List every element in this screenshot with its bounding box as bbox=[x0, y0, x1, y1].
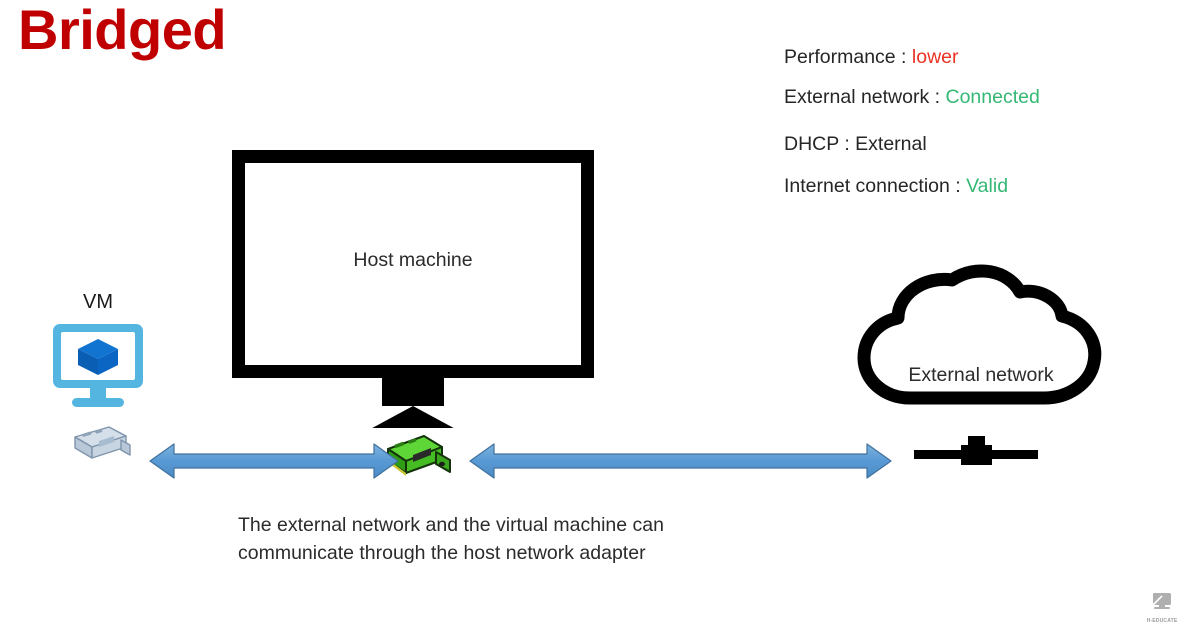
property-row-internet-connection: Internet connection : Valid bbox=[784, 174, 1184, 197]
vm-network-adapter-icon bbox=[66, 423, 200, 474]
caption-line-1: The external network and the virtual mac… bbox=[238, 514, 664, 536]
host-machine-label: Host machine bbox=[353, 248, 473, 271]
host-machine-group: Host machine bbox=[232, 150, 594, 476]
cloud-icon bbox=[848, 258, 1114, 435]
vm-to-host-arrow bbox=[148, 440, 400, 487]
diagram-caption: The external network and the virtual mac… bbox=[238, 512, 758, 567]
host-monitor-icon: Host machine bbox=[232, 150, 594, 378]
property-value-internet-connection: Valid bbox=[966, 174, 1009, 197]
monitor-neck bbox=[382, 378, 444, 406]
monitor-base bbox=[372, 406, 454, 428]
property-label-internet-connection: Internet connection : bbox=[784, 174, 967, 197]
external-network-group: External network bbox=[848, 258, 1114, 465]
watermark-text: H-EDUCATE bbox=[1146, 618, 1178, 624]
property-row-dhcp: DHCP : External bbox=[784, 133, 1184, 155]
bus-connector-icon bbox=[914, 436, 1038, 471]
property-label-dhcp: DHCP : bbox=[784, 133, 856, 155]
property-row-external-network: External network : Connected bbox=[784, 85, 1184, 108]
monitor-icon bbox=[1151, 593, 1171, 609]
vm-label: VM bbox=[83, 291, 113, 313]
property-label-external-network: External network : bbox=[784, 85, 946, 108]
vm-group: VM bbox=[50, 292, 200, 474]
network-properties-panel: Performance : lower External network : C… bbox=[784, 46, 1184, 197]
vm-monitor-icon bbox=[50, 322, 200, 415]
caption-line-2: communicate through the host network ada… bbox=[238, 541, 646, 564]
watermark-logo: H-EDUCATE bbox=[1140, 592, 1184, 624]
property-row-performance: Performance : lower bbox=[784, 46, 1184, 68]
page-title: Bridged bbox=[18, 0, 227, 61]
property-value-performance: lower bbox=[911, 46, 959, 68]
property-label-performance: Performance : bbox=[784, 46, 912, 68]
cube-icon bbox=[78, 339, 118, 375]
external-network-label: External network bbox=[908, 364, 1054, 386]
property-value-dhcp: External bbox=[855, 133, 927, 155]
host-to-external-arrow bbox=[468, 440, 893, 487]
property-value-external-network: Connected bbox=[945, 85, 1040, 108]
